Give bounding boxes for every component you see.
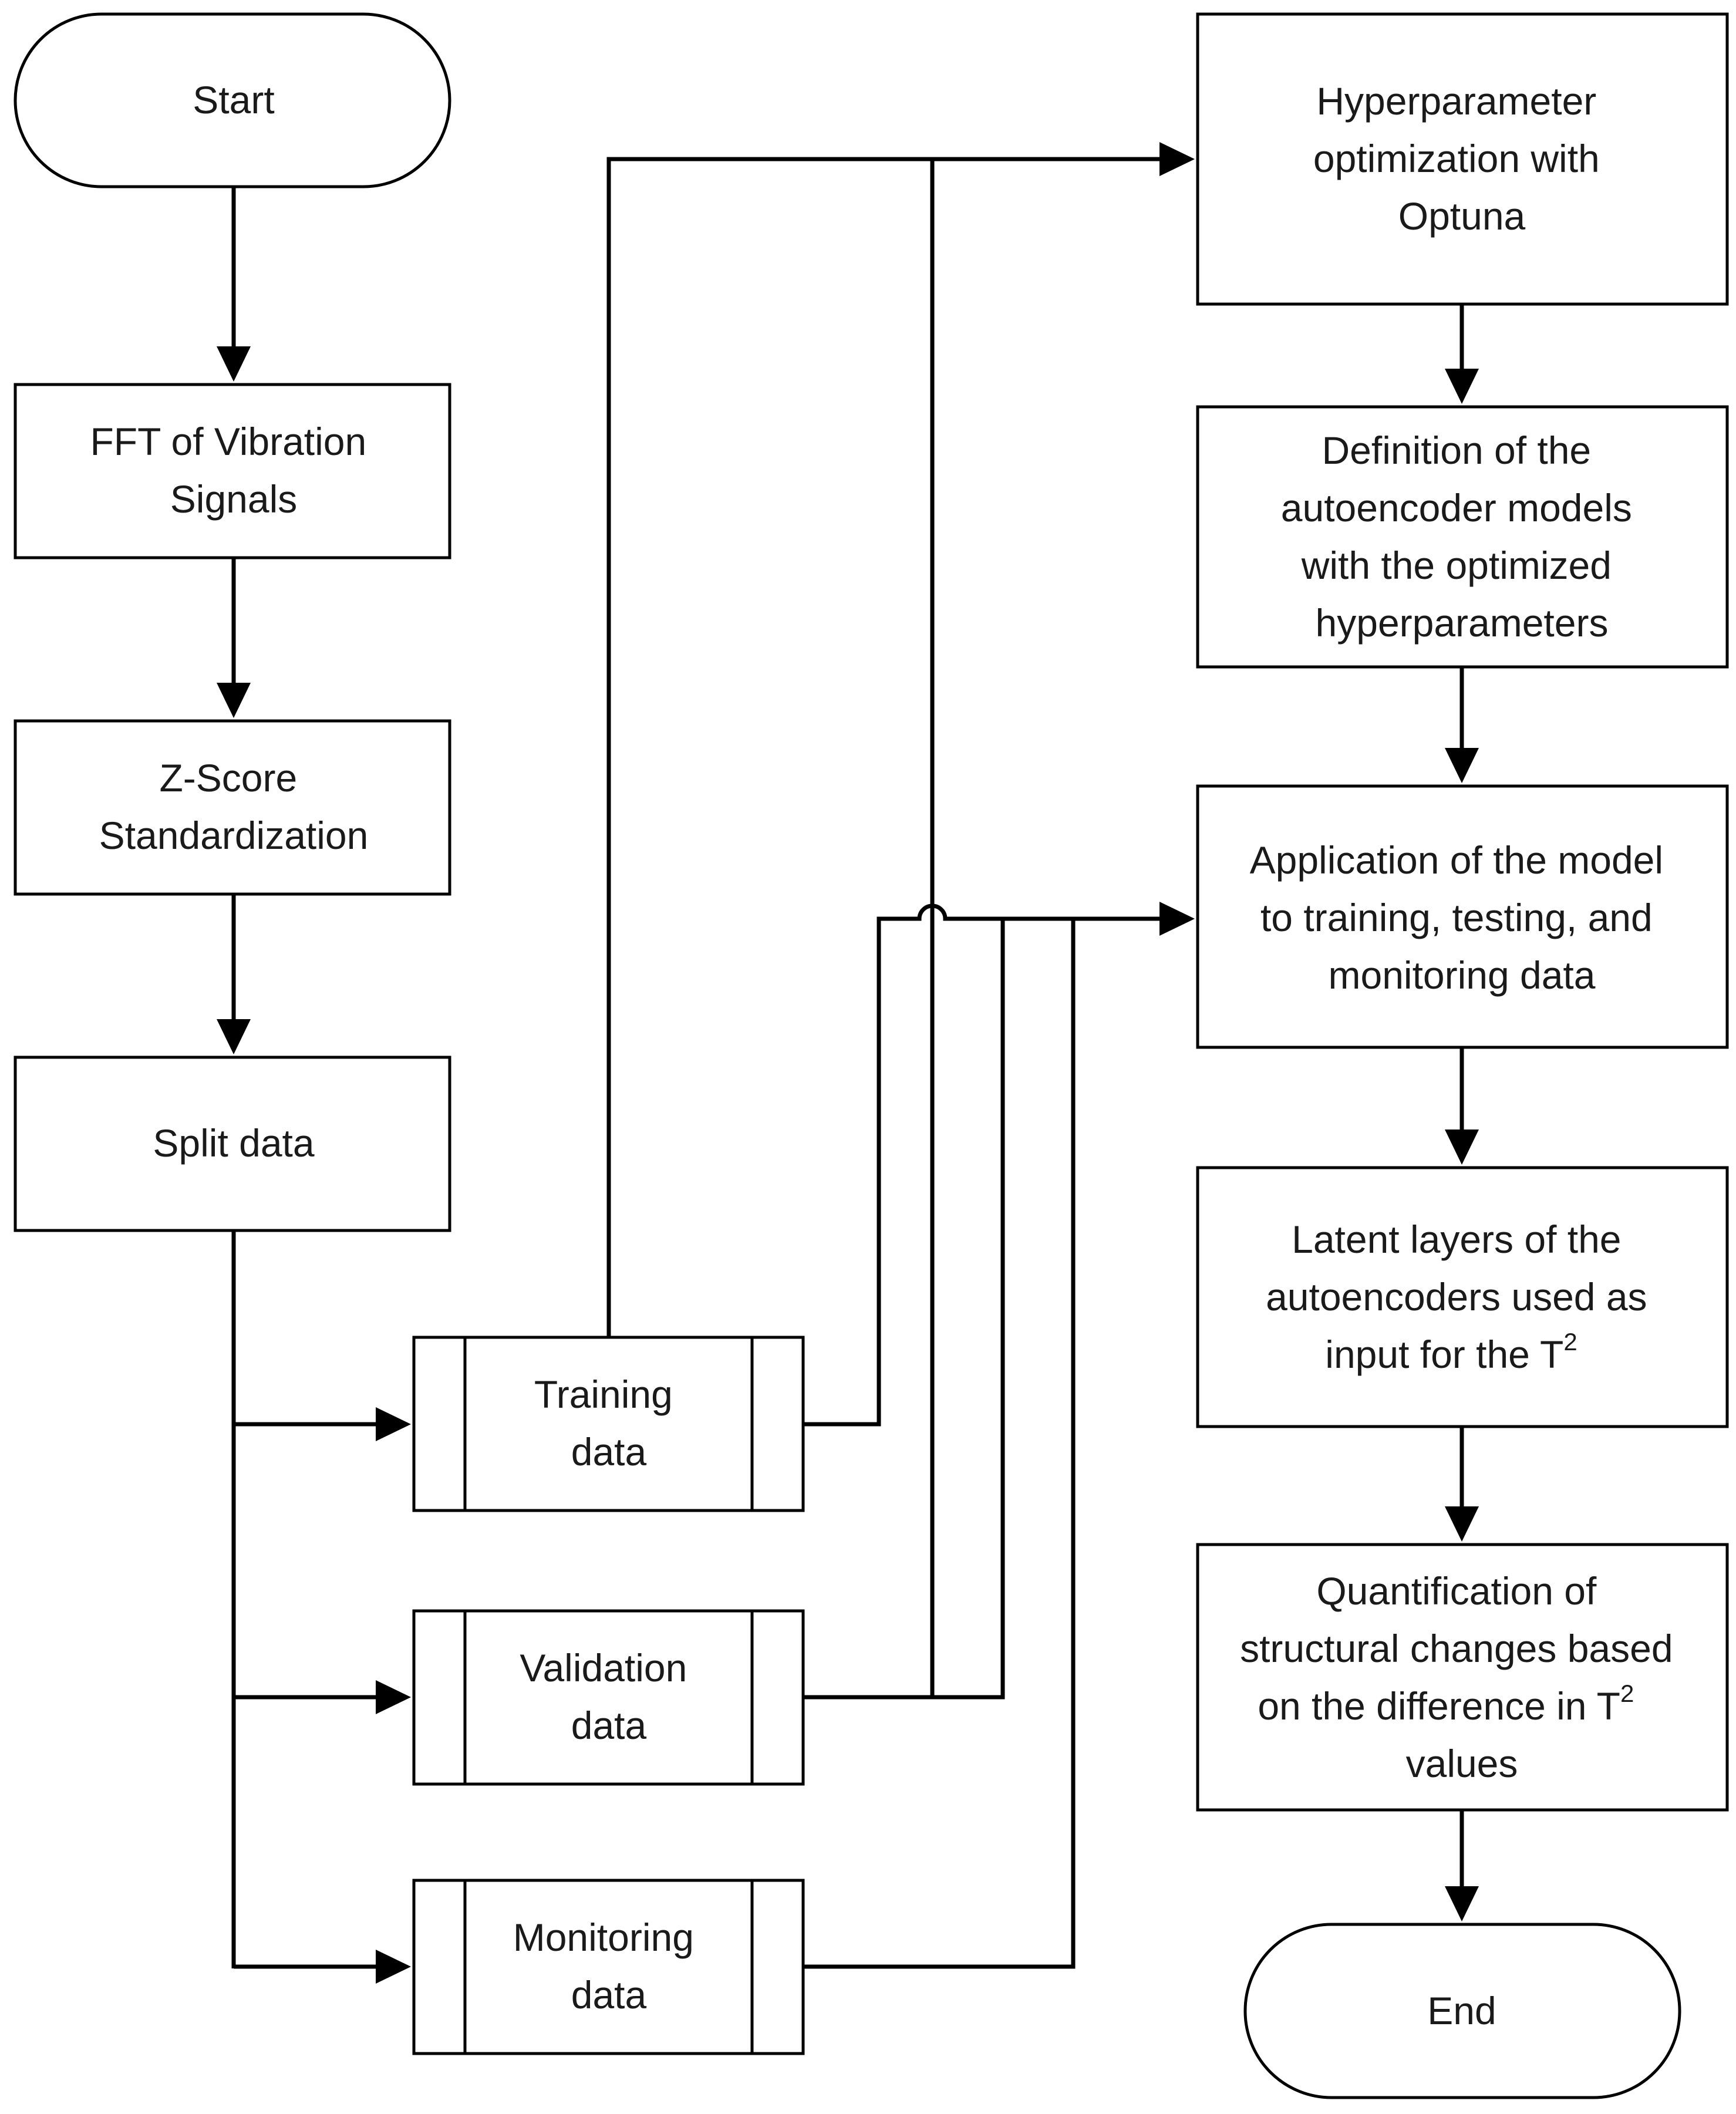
node-fft-label: FFT of Vibration Signals <box>90 420 377 521</box>
node-quantification-label: Quantification of structural changes bas… <box>1240 1569 1684 1785</box>
node-monitoring-label: Monitoring data <box>513 1916 705 2017</box>
edge-split-to-data <box>231 1230 411 1984</box>
node-application-label: Application of the model to training, te… <box>1250 838 1674 997</box>
edge-zscore-to-split <box>217 894 251 1054</box>
edge-quantification-to-end <box>1445 1810 1479 1921</box>
node-split-label: Split data <box>153 1121 314 1165</box>
node-definition-label: Definition of the autoencoder models wit… <box>1281 429 1643 645</box>
edge-start-to-fft <box>217 187 251 382</box>
node-optuna-label: Hyperparameter optimization with Optuna <box>1313 79 1610 238</box>
node-end-label: End <box>1427 1989 1496 2032</box>
node-split: Split data <box>14 1056 451 1232</box>
node-quantification: Quantification of structural changes bas… <box>1196 1543 1729 1812</box>
edge-application-to-latent <box>1445 1047 1479 1165</box>
node-validation-label: Validation data <box>520 1646 697 1747</box>
node-start: Start <box>14 12 451 188</box>
edge-fft-to-zscore <box>217 558 251 718</box>
node-validation: Validation data <box>412 1609 805 1786</box>
connectors <box>217 142 1479 1984</box>
node-monitoring: Monitoring data <box>412 1879 805 2055</box>
edge-definition-to-application <box>1445 667 1479 783</box>
edge-latent-to-quantification <box>1445 1427 1479 1542</box>
node-training-label: Training data <box>534 1373 683 1474</box>
node-zscore: Z-Score Standardization <box>14 719 451 896</box>
node-zscore-label: Z-Score Standardization <box>99 756 369 857</box>
node-training: Training data <box>412 1336 805 1512</box>
node-start-label: Start <box>193 78 274 122</box>
node-latent-label: Latent layers of the autoencoders used a… <box>1266 1218 1658 1376</box>
node-latent: Latent layers of the autoencoders used a… <box>1196 1166 1729 1428</box>
edge-optuna-to-definition <box>1445 304 1479 404</box>
node-application: Application of the model to training, te… <box>1196 784 1729 1049</box>
edge-to-application <box>803 902 1195 1969</box>
node-end: End <box>1243 1923 1681 2099</box>
node-optuna: Hyperparameter optimization with Optuna <box>1196 12 1729 306</box>
node-fft: FFT of Vibration Signals <box>14 383 451 559</box>
node-definition: Definition of the autoencoder models wit… <box>1196 405 1729 669</box>
